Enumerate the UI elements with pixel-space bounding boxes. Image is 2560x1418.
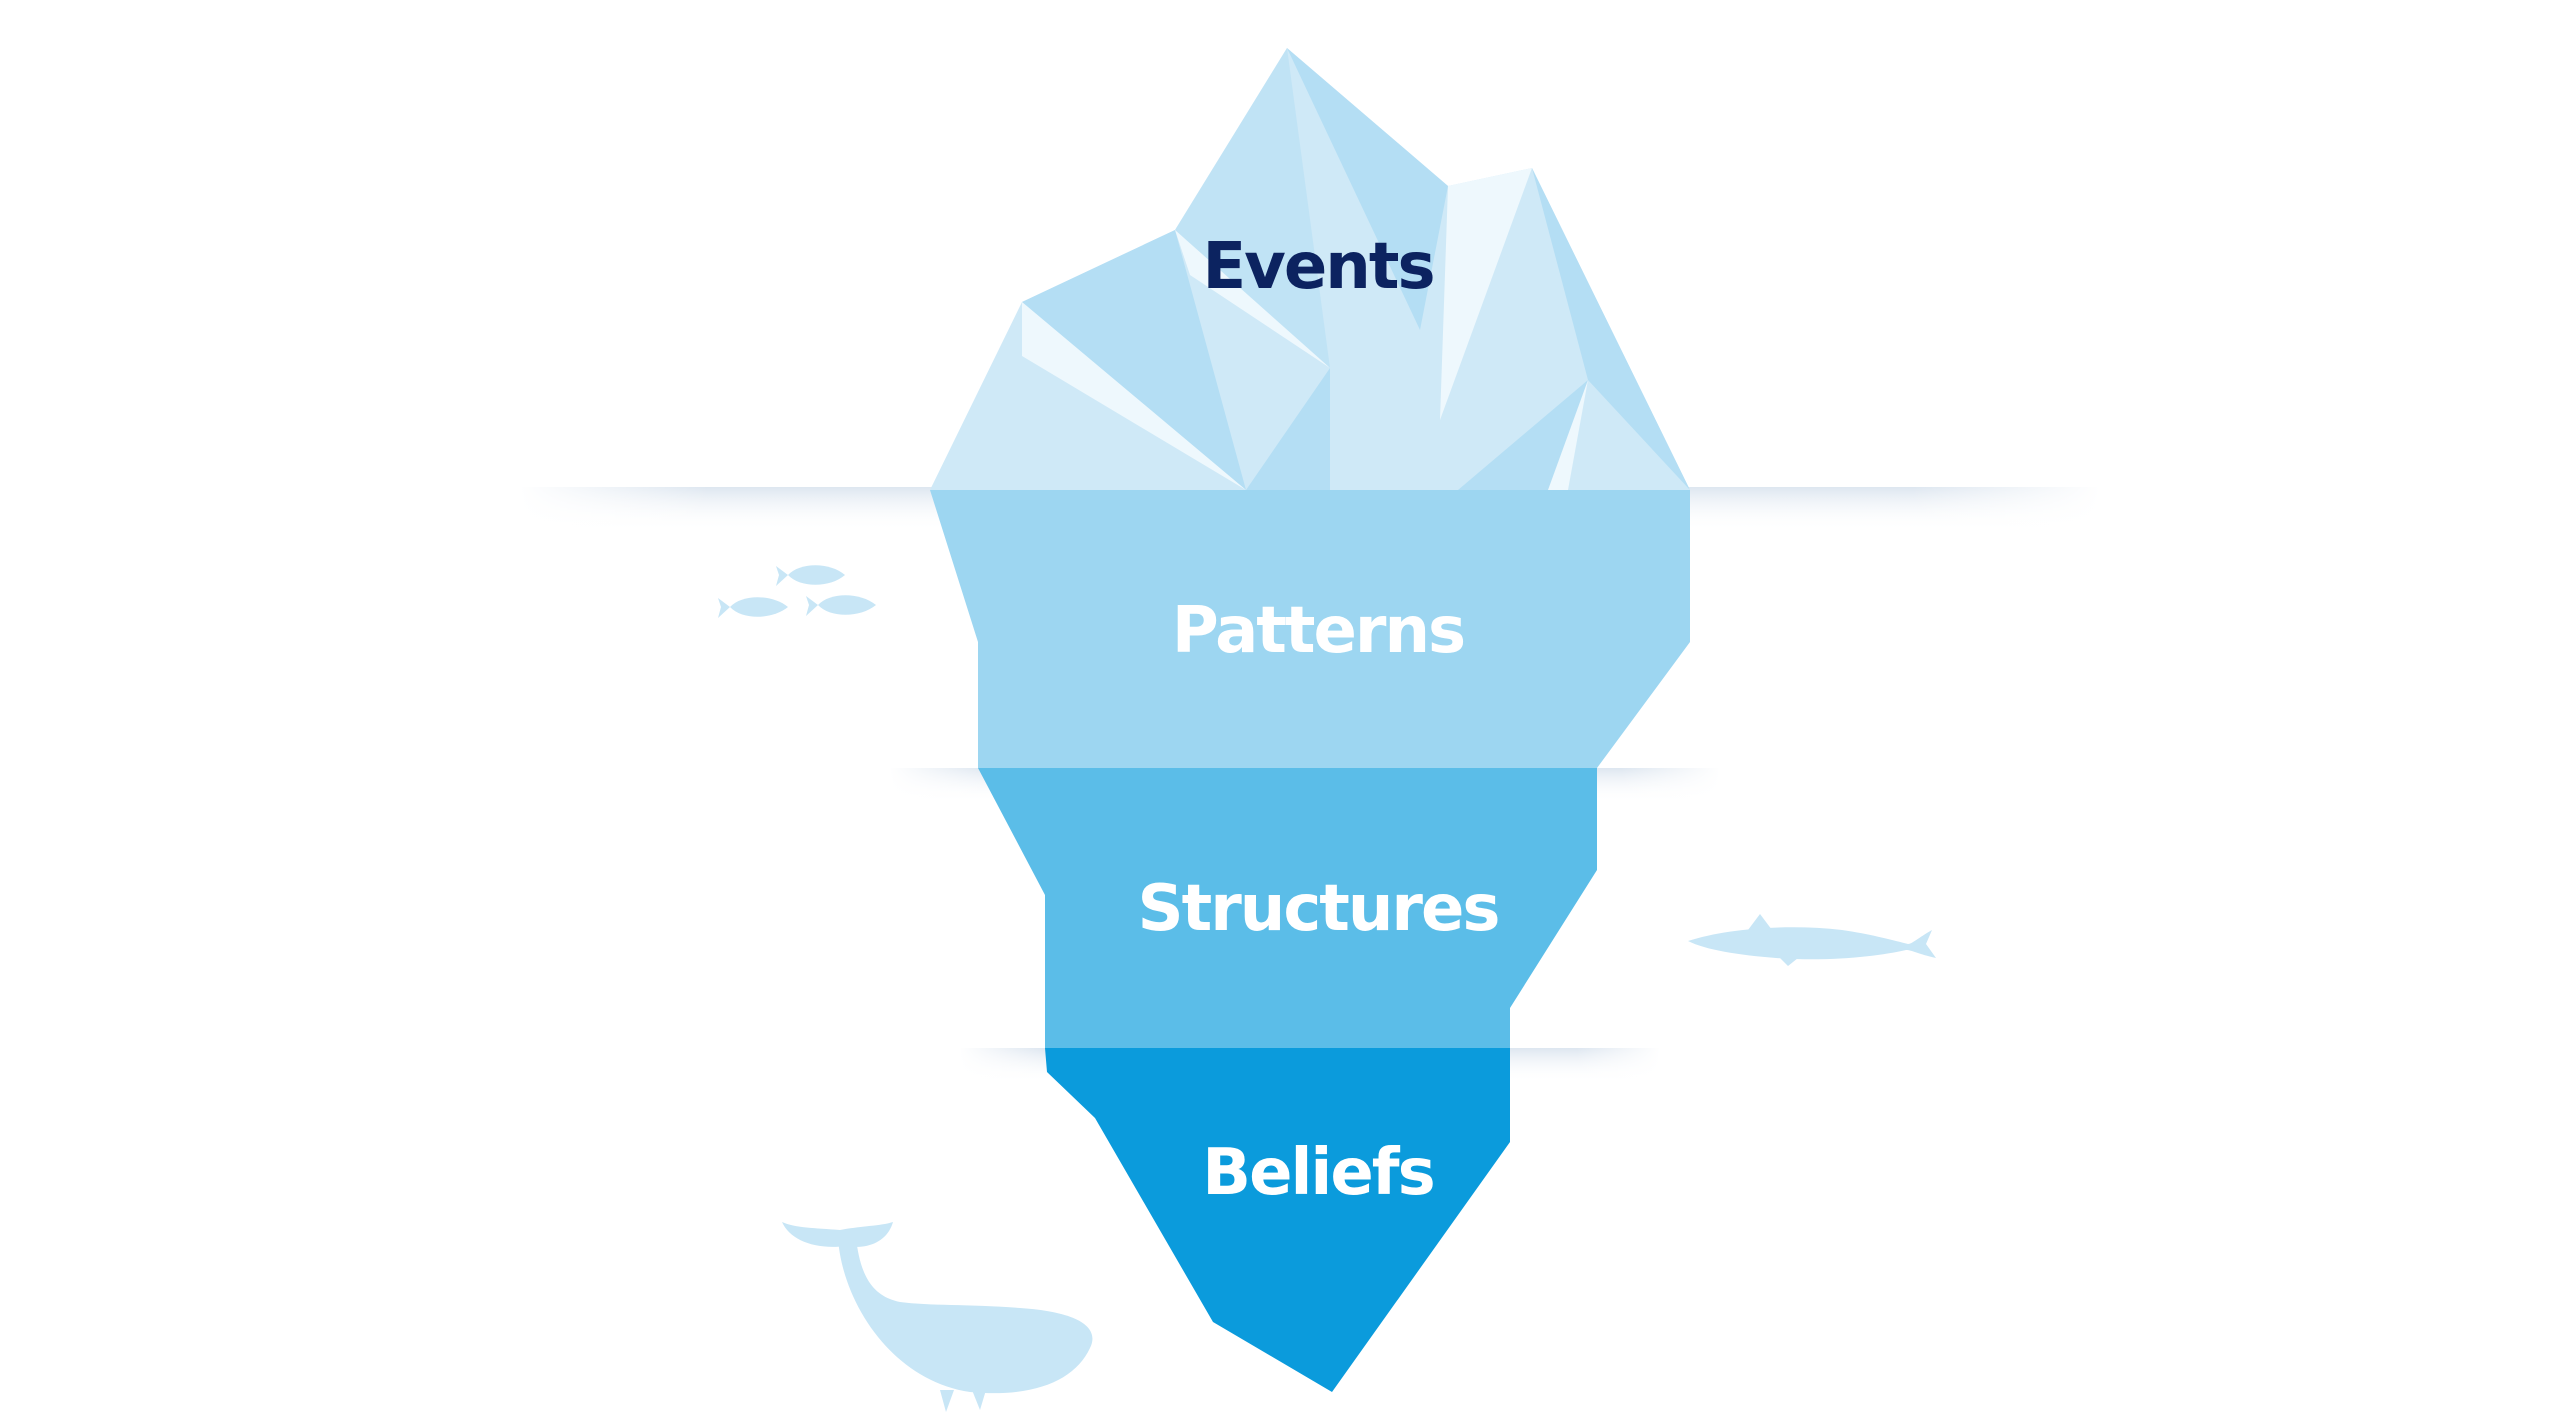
layer-label-patterns: Patterns bbox=[1172, 594, 1464, 668]
layer-events: Events bbox=[930, 48, 1690, 490]
layer-structures: Structures bbox=[978, 768, 1597, 1048]
ice-highlight bbox=[1022, 302, 1246, 490]
beliefs-band bbox=[1045, 1048, 1510, 1392]
fish-icon bbox=[806, 595, 876, 616]
layer-patterns: Patterns bbox=[930, 490, 1690, 768]
fish-icon bbox=[718, 597, 788, 618]
whale-icon bbox=[782, 1222, 1093, 1412]
layer-beliefs: Beliefs bbox=[1045, 1048, 1510, 1392]
structures-band bbox=[978, 768, 1597, 1048]
layer-label-events: Events bbox=[1202, 230, 1433, 304]
layer-label-beliefs: Beliefs bbox=[1202, 1136, 1433, 1210]
patterns-band bbox=[930, 490, 1690, 768]
school-of-fish bbox=[718, 565, 876, 618]
fish-icon bbox=[776, 565, 845, 586]
layer-label-structures: Structures bbox=[1138, 872, 1499, 946]
shark-icon bbox=[1688, 914, 1936, 966]
